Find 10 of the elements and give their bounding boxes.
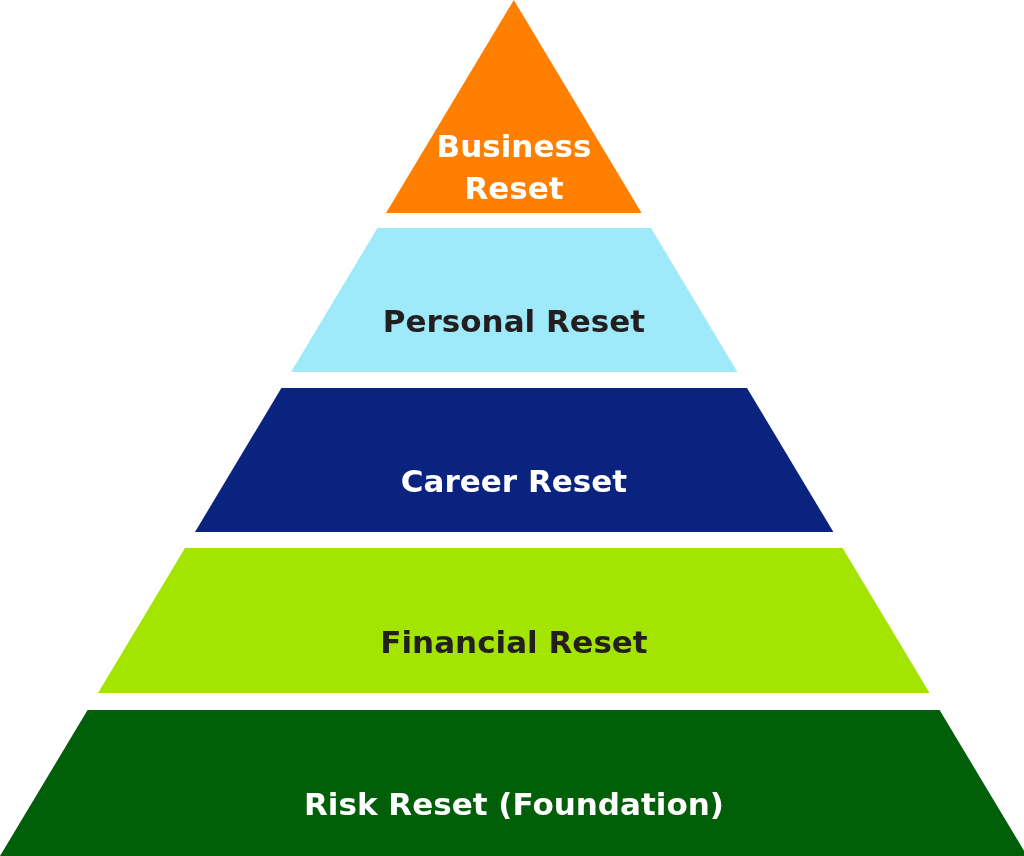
tier-label: Financial Reset: [379, 622, 649, 662]
pyramid-tier: [0, 710, 1024, 856]
pyramid-tier: [98, 548, 930, 693]
pyramid-top-triangle: [386, 0, 642, 213]
tier-label: Business Reset: [435, 127, 593, 208]
tier-label: Risk Reset (Foundation): [303, 785, 725, 824]
tier-label: Personal Reset: [381, 302, 647, 341]
tier-label: Career Reset: [399, 462, 629, 501]
pyramid-tier: [194, 388, 834, 532]
pyramid-tier: [290, 228, 738, 372]
